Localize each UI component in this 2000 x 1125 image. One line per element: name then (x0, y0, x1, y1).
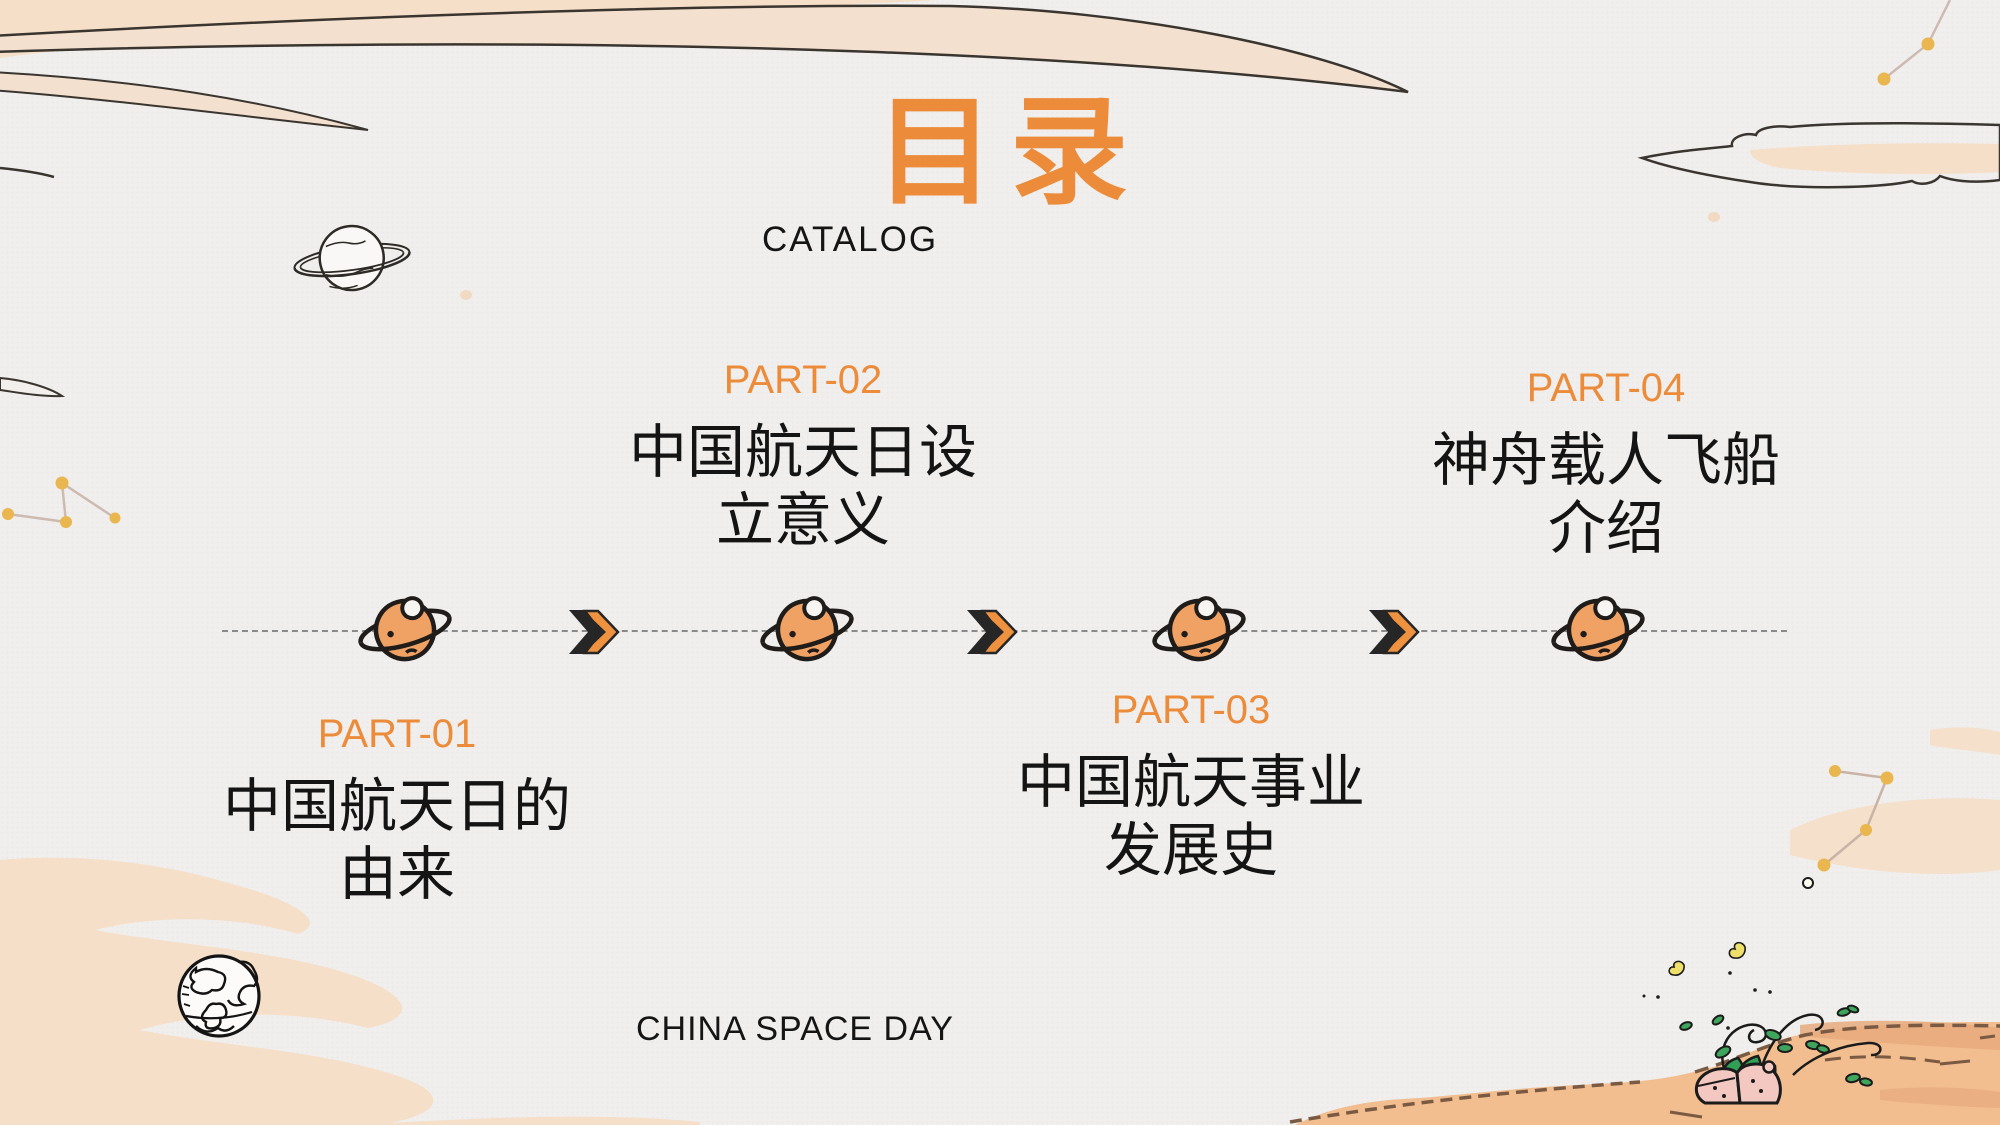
constellation-left (2, 476, 121, 528)
sand-dune-rocks-plant (1289, 941, 2000, 1125)
part-title-line: 立意义 (715, 488, 890, 553)
cloud-sketch-top-left (0, 0, 1409, 179)
cloud-sketch-top-right (1637, 122, 2000, 189)
toc-item-part-02[interactable]: PART-02 中国航天日设 立意义 (583, 358, 1023, 555)
part-label: PART-03 (1111, 688, 1271, 732)
peach-speck (460, 290, 472, 300)
constellation-top-right (1877, 0, 1952, 86)
saturn-planet-icon (1546, 584, 1650, 672)
earth-sketch-icon (177, 954, 261, 1038)
cloud-wisps-right (1790, 727, 2000, 889)
part-title-line: 介绍 (1547, 496, 1664, 561)
double-chevron-arrow-icon (966, 609, 1018, 655)
part-label: PART-02 (723, 358, 883, 402)
toc-item-part-01[interactable]: PART-01 中国航天日的 由来 (177, 712, 617, 909)
saturn-planet-icon (353, 584, 457, 672)
part-title-line: 神舟载人飞船 (1431, 428, 1780, 493)
part-label: PART-04 (1526, 366, 1686, 410)
saturn-sketch-icon (293, 224, 411, 292)
footer-text: CHINA SPACE DAY (636, 1010, 954, 1048)
toc-item-part-03[interactable]: PART-03 中国航天事业 发展史 (971, 688, 1411, 885)
part-label: PART-01 (317, 712, 477, 756)
cloud-sketch-left-edge (0, 376, 66, 398)
saturn-planet-icon (755, 584, 859, 672)
double-chevron-arrow-icon (568, 609, 620, 655)
double-chevron-arrow-icon (1368, 609, 1420, 655)
peach-speck (1708, 212, 1720, 222)
part-title-line: 中国航天日的 (222, 774, 571, 839)
saturn-planet-icon (1147, 584, 1251, 672)
part-title-line: 中国航天事业 (1016, 750, 1365, 815)
toc-item-part-04[interactable]: PART-04 神舟载人飞船 介绍 (1386, 366, 1826, 563)
page-title: 目录 (875, 87, 1144, 219)
part-title-line: 中国航天日设 (628, 420, 977, 485)
part-title-line: 发展史 (1103, 818, 1278, 883)
page-subtitle: CATALOG (762, 220, 939, 259)
part-title-line: 由来 (338, 842, 455, 907)
constellation-right-line (1823, 769, 1889, 866)
